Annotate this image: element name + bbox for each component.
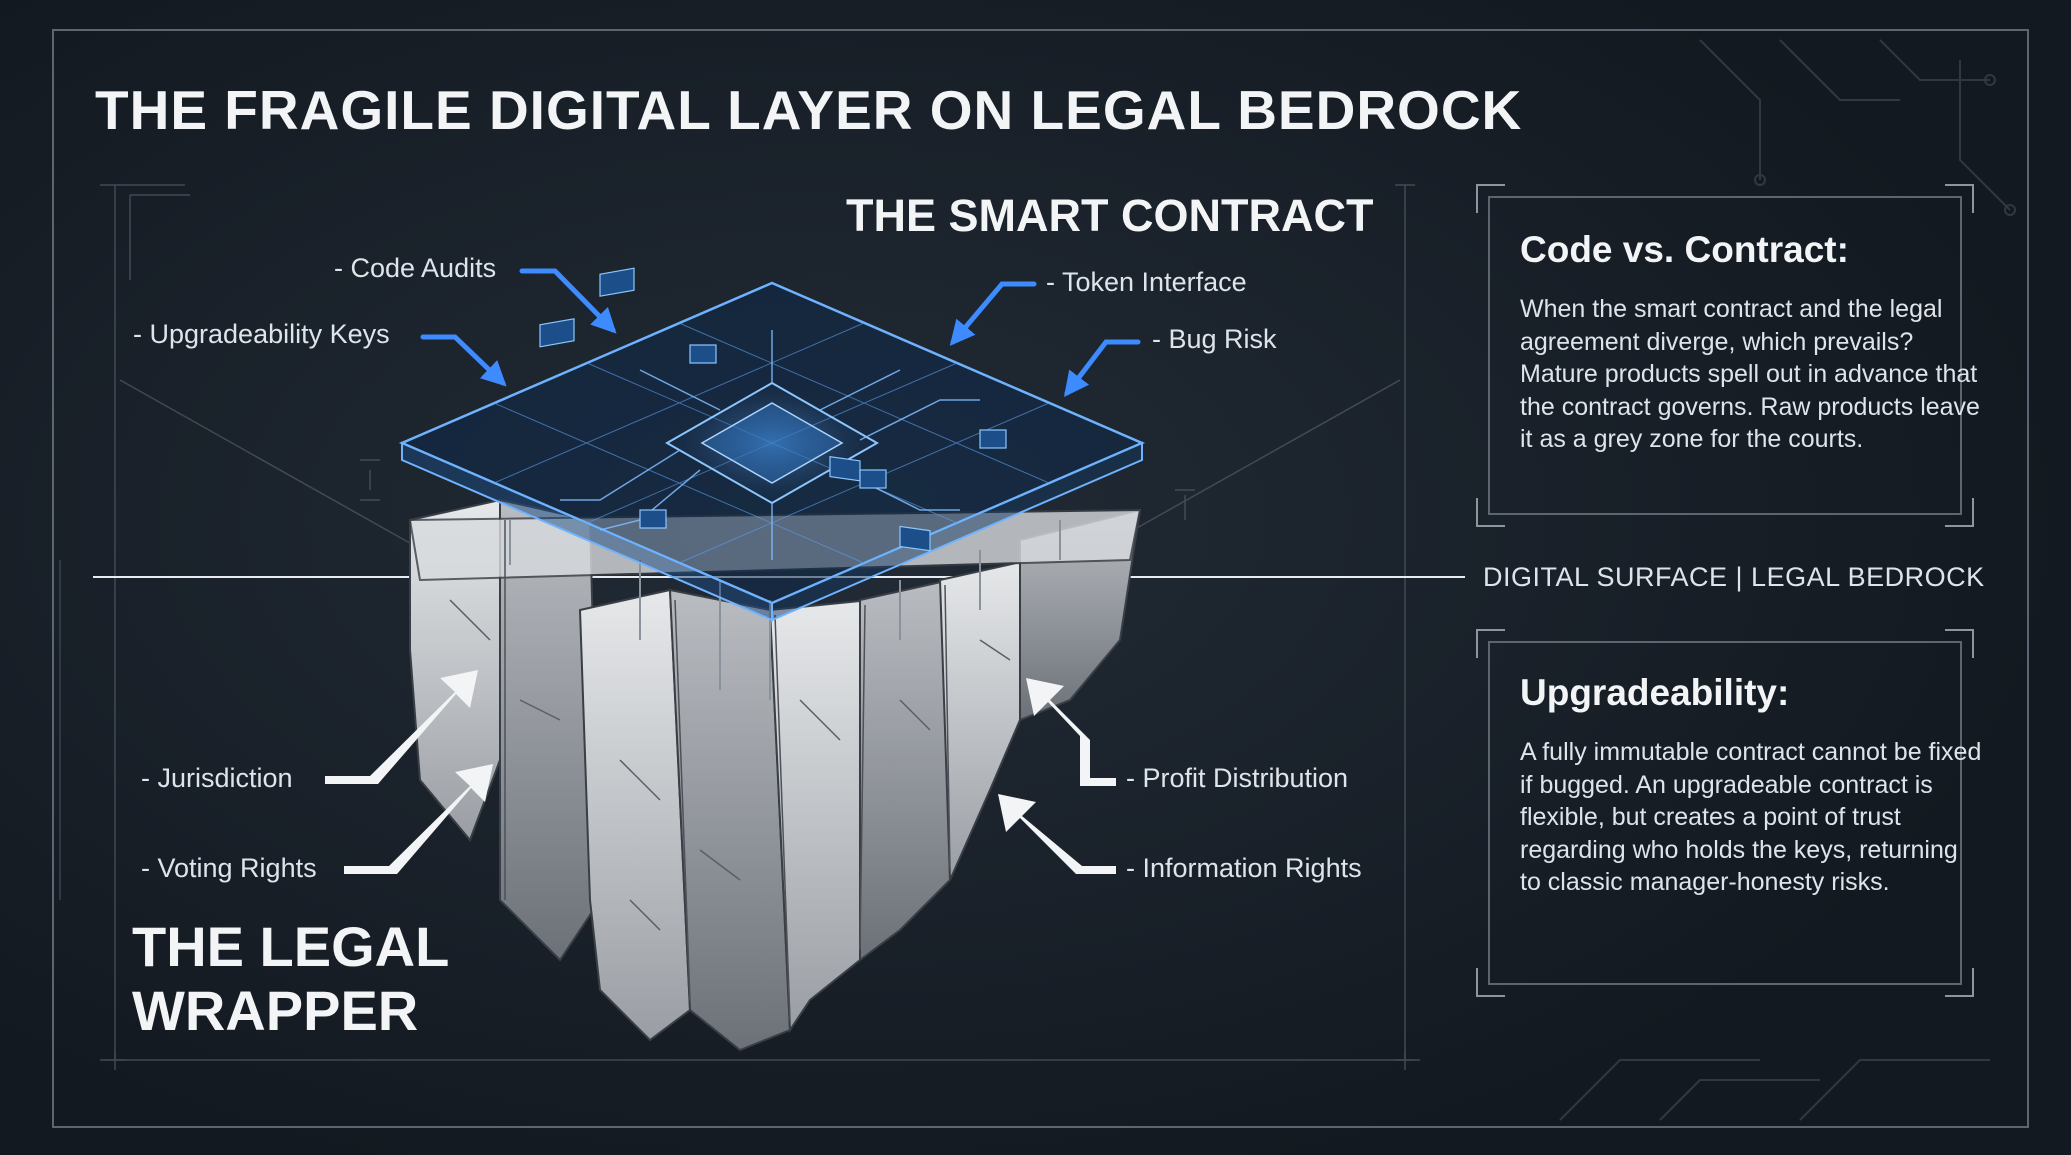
outer-frame xyxy=(52,29,2029,1128)
panel-frame-2 xyxy=(1476,629,1974,997)
label-profit-distribution: - Profit Distribution xyxy=(1126,763,1349,793)
page-title: THE FRAGILE DIGITAL LAYER ON LEGAL BEDRO… xyxy=(95,79,1523,141)
panel-heading: Code vs. Contract: xyxy=(1520,229,1849,270)
label-information-rights: - Information Rights xyxy=(1126,853,1362,883)
info-panel-code-vs-contract: Code vs. Contract: When the smart contra… xyxy=(1520,229,1982,456)
legal-wrapper-title: THE LEGAL WRAPPER xyxy=(132,915,449,1042)
label-voting-rights: - Voting Rights xyxy=(141,853,317,883)
smart-contract-board xyxy=(398,267,1146,622)
label-bug-risk: - Bug Risk xyxy=(1152,324,1277,354)
label-token-interface: - Token Interface xyxy=(1046,267,1247,297)
smart-contract-title: THE SMART CONTRACT xyxy=(846,190,1374,241)
blue-arrow-icon xyxy=(420,268,1141,397)
divider-label: DIGITAL SURFACE | LEGAL BEDROCK xyxy=(1483,562,1985,592)
label-upgradeability-keys: - Upgradeability Keys xyxy=(133,319,390,349)
panel-body: A fully immutable contract cannot be fix… xyxy=(1520,738,1982,896)
info-panel-upgradeability: Upgradeability: A fully immutable contra… xyxy=(1520,672,1982,899)
panel-body: When the smart contract and the legal ag… xyxy=(1520,295,1980,453)
label-code-audits: - Code Audits xyxy=(334,253,497,283)
white-arrow-icon xyxy=(325,670,1116,874)
label-jurisdiction: - Jurisdiction xyxy=(141,763,293,793)
panel-heading: Upgradeability: xyxy=(1520,672,1790,713)
circuit-decoration xyxy=(59,39,2016,1121)
blueprint-guides xyxy=(100,184,1420,1070)
panel-frame-1 xyxy=(1476,184,1974,527)
